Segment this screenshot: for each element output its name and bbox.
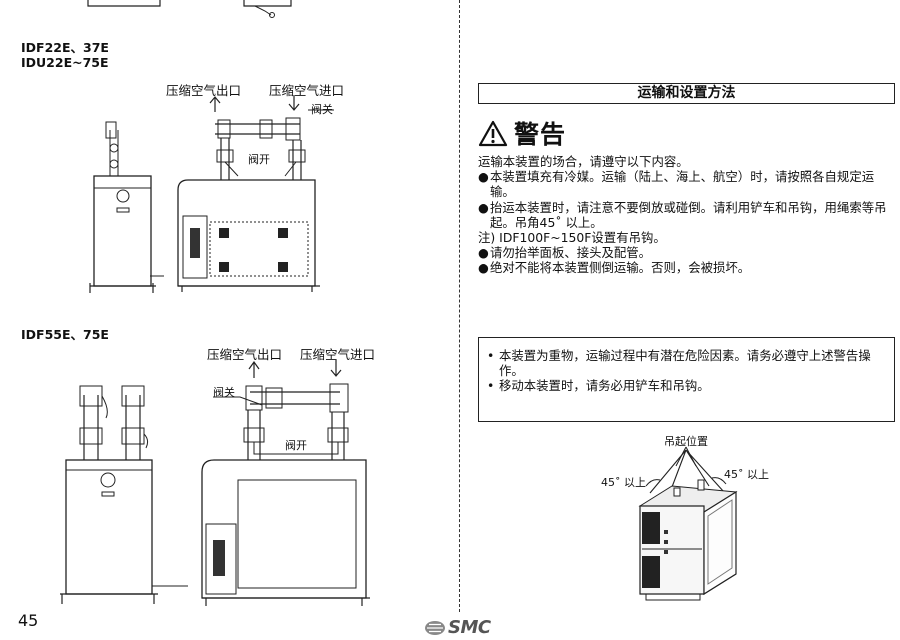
outlet-label-b: 压缩空气出口 [207,347,283,362]
warning-triangle-icon [478,120,508,146]
valve-closed-label-b: 阀关 [213,386,235,399]
warning-item: ● 请勿抬举面板、接头及配管。 [478,245,652,261]
lift-position-label: 吊起位置 [664,435,708,448]
warning-item: ● 本装置填充有冷媒。运输（陆上、海上、航空）时，请按照各自规定运输。 [478,169,875,200]
inlet-label-b: 压缩空气进口 [300,347,376,362]
warning-intro: 运输本装置的场合，请遵守以下内容。 [478,154,689,169]
inlet-label-a: 压缩空气进口 [269,83,345,98]
angle-right-label: 45˚ 以上 [724,468,769,481]
warning-body: 运输本装置的场合，请遵守以下内容。 ● 本装置填充有冷媒。运输（陆上、海上、航空… [478,154,898,276]
page-divider [459,0,460,612]
valve-open-label-b: 阀开 [285,439,307,452]
model-a-line2: IDU22E~75E [21,55,109,70]
smc-logo-text: SMC [448,617,491,638]
caution-box: • 本装置为重物，运输过程中有潜在危险因素。请务必遵守上述警告操作。 • 移动本… [478,337,895,422]
outlet-label-a: 压缩空气出口 [166,83,242,98]
model-a-title: IDF22E、37E IDU22E~75E [21,40,109,70]
warning-item: ● 抬运本装置时，请注意不要倒放或碰倒。请利用铲车和吊钩，用绳索等吊起。吊角45… [478,199,887,230]
dryer-diagram-b [60,360,370,606]
smc-logo-mark-icon [425,620,445,635]
warning-title: 警告 [514,120,567,149]
angle-left-label: 45˚ 以上 [601,476,646,489]
model-a-line1: IDF22E、37E [21,40,109,55]
warning-header: 警告 [478,116,566,150]
valve-open-label-a: 阀开 [248,153,270,166]
lifting-diagram [638,446,738,601]
section-title: 运输和设置方法 [478,83,895,104]
dryer-diagram-a [89,95,334,293]
top-drawing-remnant [87,0,292,18]
caution-item: • 移动本装置时，请务必用铲车和吊钩。 [487,378,710,394]
model-b-title: IDF55E、75E [21,327,109,342]
warning-item: ● 绝对不能将本装置侧倒运输。否则，会被损坏。 [478,260,751,276]
caution-item: • 本装置为重物，运输过程中有潜在危险因素。请务必遵守上述警告操作。 [487,348,871,379]
warning-note: 注) IDF100F~150F设置有吊钩。 [478,230,666,246]
page-number: 45 [18,611,39,630]
smc-logo: SMC [424,617,491,638]
